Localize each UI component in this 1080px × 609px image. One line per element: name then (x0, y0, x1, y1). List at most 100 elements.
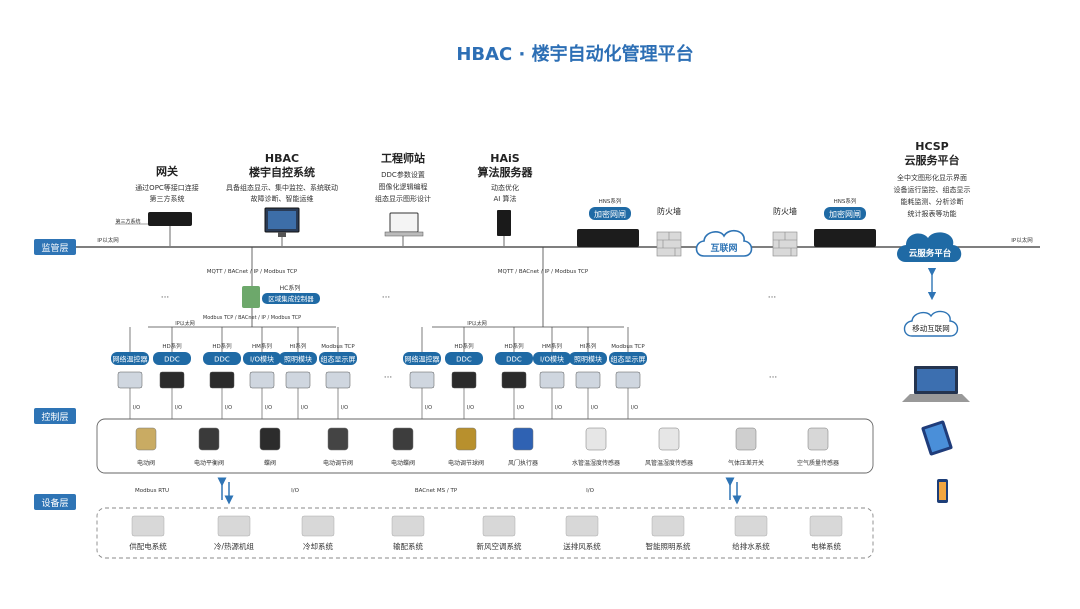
module-name-label: 照明模块 (284, 355, 312, 364)
module-badge (319, 352, 357, 365)
hbac-node: HBAC 楼宇自控系统 具备组态显示、集中监控、系统联动 故障诊断、智能运维 (226, 152, 338, 246)
protocol-modbus-rtu: Modbus RTU (135, 488, 169, 494)
field-device-5: 电动调节球阀 (448, 427, 484, 467)
hais-desc-1: 动态优化 (491, 183, 519, 192)
io-label: I/O (265, 405, 272, 411)
system-icon (734, 515, 768, 537)
module-name-label: 组态显示屏 (611, 355, 646, 364)
field-device-label: 风管温湿度传感器 (645, 459, 693, 467)
module-device-icon (409, 371, 435, 389)
hcsp-desc-2: 设备运行监控、组态显示 (894, 185, 971, 194)
gateway-desc-2: 第三方系统 (150, 194, 185, 203)
io-label: I/O (301, 405, 308, 411)
system-icon (565, 515, 599, 537)
page-title: HBAC · 楼宇自动化管理平台 (456, 43, 693, 65)
module-badge (153, 352, 191, 365)
module-device-icon (539, 371, 565, 389)
protocol-io-right: I/O (586, 488, 594, 494)
hbac-desc-2: 故障诊断、智能运维 (251, 194, 314, 203)
io-label: I/O (225, 405, 232, 411)
protocol-io-left: I/O (291, 488, 299, 494)
module-device-icon (615, 371, 641, 389)
field-device-icon (585, 427, 607, 451)
system-8: 电梯系统 (809, 515, 843, 551)
system-5: 送排风系统 (563, 515, 601, 551)
layer-tag-control-label: 控制层 (41, 411, 68, 423)
systems-panel (96, 507, 874, 559)
internet-label: 互联网 (710, 242, 737, 254)
module-badge (111, 352, 149, 365)
ip-sub-right: IP以太网 (467, 320, 487, 327)
system-label: 冷却系统 (303, 541, 333, 551)
field-device-label: 水管温湿度传感器 (572, 459, 620, 467)
gateway-node: 网关 通过OPC等接口连接 第三方系统 第三方系统 (115, 164, 199, 246)
module-device-icon (325, 371, 351, 389)
field-device-icon (327, 427, 349, 451)
gateway-title: 网关 (156, 164, 178, 178)
module-device-icon (285, 371, 311, 389)
module-device-icon (209, 371, 235, 389)
module-series-label: HM系列 (542, 342, 562, 350)
hais-desc-2: AI 算法 (493, 194, 516, 203)
controller-name: 区域集成控制器 (268, 294, 314, 303)
system-1: 冷/热源机组 (214, 515, 255, 551)
field-device-4: 电动蝶阀 (391, 427, 415, 467)
module-name-label: 网络温控器 (405, 355, 440, 364)
workstation-title: 工程师站 (381, 151, 425, 165)
system-6: 智能照明系统 (646, 515, 691, 551)
server-icon (497, 210, 511, 236)
laptop-icon (389, 212, 419, 233)
workstation-desc-1: DDC参数设置 (381, 170, 425, 179)
module-name-label: DDC (214, 356, 230, 364)
system-icon (391, 515, 425, 537)
laptop-device-icon (902, 366, 970, 402)
module-series-label: HD系列 (162, 342, 182, 350)
phone-device-icon (937, 479, 948, 503)
module-name-label: 组态显示屏 (321, 355, 356, 364)
io-label: I/O (425, 405, 432, 411)
module-badge (279, 352, 317, 365)
field-device-7: 水管温湿度传感器 (572, 427, 620, 467)
firewall-right-label: 防火墙 (773, 206, 797, 216)
hais-title-1: HAiS (490, 152, 519, 165)
gateway-caption: 第三方系统 (115, 218, 140, 225)
module-badge (203, 352, 241, 365)
field-device-label: 电动调节阀 (323, 459, 353, 467)
firewall-right-icon (772, 231, 798, 257)
firewall-left-label: 防火墙 (657, 206, 681, 216)
hcsp-node: HCSP 云服务平台 全中文图形化显示界面 设备运行监控、组态显示 能耗监测、分… (894, 140, 971, 218)
io-label: I/O (591, 405, 598, 411)
hbac-title-1: HBAC (265, 152, 299, 165)
hcsp-desc-3: 能耗监测、分析诊断 (901, 197, 964, 206)
system-label: 给排水系统 (732, 541, 770, 551)
hcsp-desc-4: 统计报表等功能 (908, 209, 957, 218)
field-device-icon (807, 427, 829, 451)
layer-tag-device-label: 设备层 (41, 497, 68, 509)
module-series-label: HD系列 (212, 342, 232, 350)
field-device-10: 空气质量传感器 (797, 427, 839, 467)
encrypt-gateway-right-button (824, 207, 866, 220)
gateway-device (148, 212, 192, 226)
system-label: 供配电系统 (129, 541, 167, 551)
field-device-icon (198, 427, 220, 451)
io-label: I/O (555, 405, 562, 411)
module-badge (533, 352, 571, 365)
module-series-label: Modbus TCP (321, 344, 355, 350)
field-device-icon (658, 427, 680, 451)
system-label: 电梯系统 (811, 541, 841, 551)
module-series-label: HD系列 (454, 342, 474, 350)
field-device-label: 电动调节球阀 (448, 459, 484, 467)
module-badge (403, 352, 441, 365)
ellipsis-5: ··· (769, 373, 778, 383)
hcsp-title-1: HCSP (915, 140, 948, 153)
system-list: 供配电系统冷/热源机组冷却系统输配系统新风空调系统送排风系统智能照明系统给排水系… (129, 515, 843, 551)
layer-tag-control (34, 408, 76, 424)
module-series-label: HD系列 (504, 342, 524, 350)
module-device-icon (451, 371, 477, 389)
